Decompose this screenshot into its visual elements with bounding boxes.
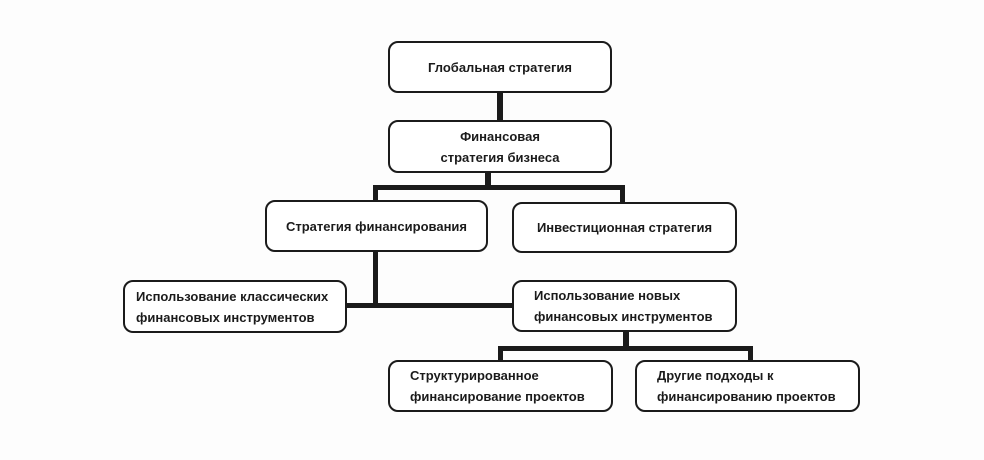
connector-financial-stub	[485, 171, 491, 187]
connector-level5-hbar	[498, 346, 753, 351]
node-label: Инвестиционная стратегия	[536, 220, 713, 235]
node-classic-financial-instruments: Использование классических финансовых ин…	[123, 280, 347, 333]
connector-level4-hbar	[347, 303, 513, 308]
connector-to-structured-financing	[498, 346, 503, 361]
node-label: Финансовая	[460, 128, 540, 144]
node-global-strategy: Глобальная стратегия	[388, 41, 612, 93]
node-label: Стратегия финансирования	[285, 218, 467, 234]
node-financing-strategy: Стратегия финансирования	[265, 200, 488, 252]
connector-to-investment-strategy	[620, 185, 625, 203]
connector-level3-hbar	[373, 185, 625, 190]
node-other-project-financing-approaches: Другие подходы к финансированию проектов	[635, 360, 860, 412]
node-label: Использование новых	[534, 288, 681, 303]
node-investment-strategy: Инвестиционная стратегия	[512, 202, 737, 253]
node-label: финансовых инструментов	[534, 309, 713, 324]
connector-global-to-financial	[497, 92, 503, 121]
node-label: Использование классических	[136, 288, 329, 304]
connector-financing-down	[373, 251, 378, 308]
node-structured-project-financing: Структурированное финансирование проекто…	[388, 360, 613, 412]
node-label: финансированию проектов	[657, 389, 836, 404]
connector-to-financing-strategy	[373, 185, 378, 201]
node-label: Структурированное	[410, 368, 539, 383]
connector-new-instruments-stub	[623, 331, 629, 348]
node-financial-business-strategy: Финансовая стратегия бизнеса	[388, 120, 612, 173]
connector-to-other-approaches	[748, 346, 753, 361]
node-label: финансовых инструментов	[136, 309, 315, 325]
node-label: Глобальная стратегия	[428, 59, 572, 75]
node-label: финансирование проектов	[410, 389, 585, 404]
node-label: Другие подходы к	[657, 368, 774, 383]
node-label: стратегия бизнеса	[440, 149, 560, 165]
node-new-financial-instruments: Использование новых финансовых инструмен…	[512, 280, 737, 332]
